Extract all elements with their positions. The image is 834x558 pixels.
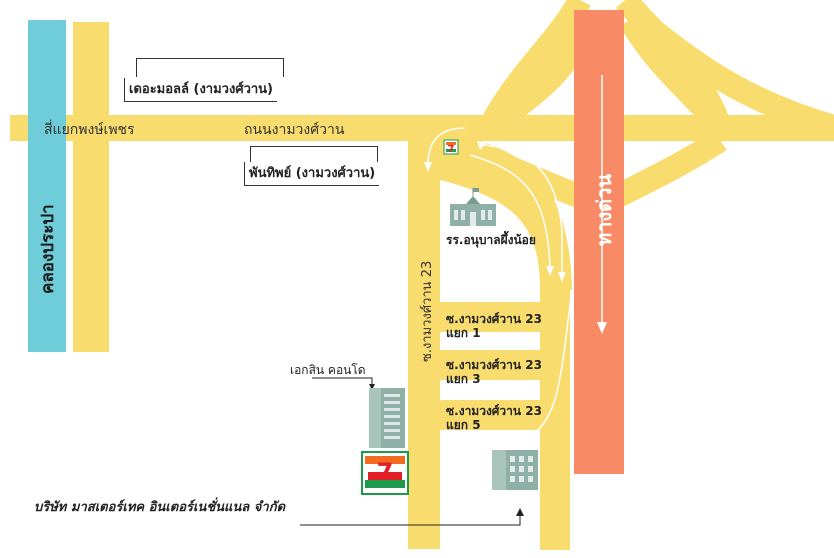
main-road-label: ถนนงามวงศ์วาน xyxy=(244,122,345,138)
mall-label: เดอะมอลล์ (งามวงศ์วาน) xyxy=(124,78,277,102)
company-arrow-head xyxy=(516,508,524,516)
alley-1 xyxy=(440,302,540,332)
soi-23-label: ซ.งามวงศ์วาน 23 xyxy=(420,260,435,362)
alley-5-sub: แยก 5 xyxy=(446,418,481,432)
road-soi-23 xyxy=(408,141,440,549)
condo-arrow-head xyxy=(369,384,375,390)
road-ngamwongwan xyxy=(10,115,834,141)
expressway-label: ทางด่วน xyxy=(592,173,616,246)
school-icon xyxy=(450,188,496,226)
seven-eleven-small-icon: 7 xyxy=(443,139,459,155)
road-canal-side xyxy=(73,22,109,352)
alley-5 xyxy=(440,400,540,430)
route-arrows xyxy=(427,127,573,441)
pantip-box-top xyxy=(250,146,378,165)
seven-eleven-logo: 7 xyxy=(361,451,409,495)
alley-5-label: ซ.งามวงศ์วาน 23 แยก 5 xyxy=(446,404,542,432)
route-arrow-heads xyxy=(424,141,566,444)
intersection-label: สี่แยกพงษ์เพชร xyxy=(44,122,135,138)
company-arrow xyxy=(300,514,521,526)
condo-building-icon xyxy=(369,388,405,448)
company-building-icon xyxy=(492,450,538,490)
expressway-arrow-head xyxy=(597,322,607,334)
road-right-vertical xyxy=(540,290,570,550)
alley-1-label: ซ.งามวงศ์วาน 23 แยก 1 xyxy=(446,312,542,340)
mall-box-top xyxy=(136,58,284,77)
pantip-label: พันทิพย์ (งามวงศ์วาน) xyxy=(244,162,380,186)
alley-1-name: ซ.งามวงศ์วาน 23 xyxy=(446,312,542,326)
expressway xyxy=(574,10,624,474)
alley-1-sub: แยก 1 xyxy=(446,326,481,340)
road-right-ramp xyxy=(440,141,572,290)
alley-5-name: ซ.งามวงศ์วาน 23 xyxy=(446,404,542,418)
alley-3-sub: แยก 3 xyxy=(446,372,481,386)
alley-3-label: ซ.งามวงศ์วาน 23 แยก 3 xyxy=(446,358,542,386)
kindergarten-label: รร.อนุบาลผึ้งน้อย xyxy=(446,233,536,247)
canal-prapa xyxy=(28,20,66,352)
canal-label: คลองประปา xyxy=(38,204,58,294)
alley-3 xyxy=(440,350,540,380)
condo-label: เอกสิน คอนโด xyxy=(290,363,366,377)
condo-arrow xyxy=(312,377,373,386)
company-label: บริษัท มาสเตอร์เทค อินเตอร์เนชั่นแนล จำก… xyxy=(34,500,286,515)
alley-3-name: ซ.งามวงศ์วาน 23 xyxy=(446,358,542,372)
svg-text:7: 7 xyxy=(448,144,455,155)
